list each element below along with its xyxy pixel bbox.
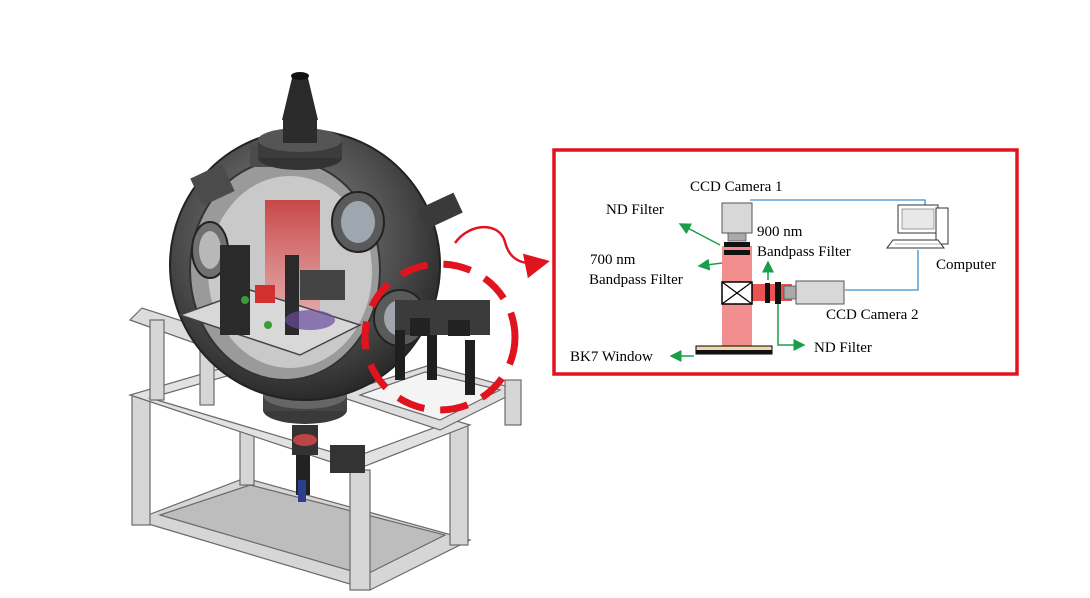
beam-splitter bbox=[721, 281, 753, 305]
label-nd-filter-top: ND Filter bbox=[606, 202, 664, 218]
vacuum-chamber-illustration bbox=[127, 72, 550, 591]
chamber-sphere bbox=[169, 129, 463, 401]
ccd-camera-2 bbox=[795, 280, 845, 305]
label-ccd-camera-2: CCD Camera 2 bbox=[826, 307, 918, 323]
label-700nm-bandpass: Bandpass Filter bbox=[589, 272, 683, 288]
side-optics bbox=[395, 300, 490, 395]
arrow-nd-filter-bottom bbox=[777, 304, 806, 351]
bk7-window-edge bbox=[696, 350, 772, 354]
nd-filter-1 bbox=[724, 242, 750, 247]
label-900nm: 900 nm bbox=[757, 224, 803, 240]
nd-filter-2 bbox=[765, 283, 770, 303]
bandpass-700-filter bbox=[775, 282, 781, 304]
label-bk7-window: BK7 Window bbox=[570, 349, 653, 365]
label-nd-filter-bottom: ND Filter bbox=[814, 340, 872, 356]
bandpass-900-filter bbox=[724, 250, 750, 255]
computer-icon bbox=[886, 204, 949, 249]
label-900nm-bandpass: Bandpass Filter bbox=[757, 244, 851, 260]
label-ccd-camera-1: CCD Camera 1 bbox=[690, 179, 782, 195]
laser-beam-horizontal bbox=[752, 284, 792, 301]
computer-cable-2 bbox=[845, 250, 919, 291]
ccd-camera-1 bbox=[721, 202, 753, 234]
arrow-nd-filter-top bbox=[678, 223, 721, 246]
schematic-callout: CCD Camera 1 ND Filter 900 nm Bandpass F… bbox=[552, 148, 1019, 376]
callout-arrow bbox=[453, 226, 550, 279]
computer-cable-1 bbox=[750, 199, 926, 205]
label-700nm: 700 nm bbox=[590, 252, 636, 268]
camera-2-lens bbox=[783, 285, 797, 300]
camera-1-lens bbox=[727, 232, 747, 242]
label-computer: Computer bbox=[936, 257, 996, 273]
top-port bbox=[258, 72, 342, 170]
highlight-ellipse bbox=[361, 260, 519, 414]
callout-frame bbox=[552, 148, 1019, 376]
arrow-700nm bbox=[697, 258, 723, 271]
